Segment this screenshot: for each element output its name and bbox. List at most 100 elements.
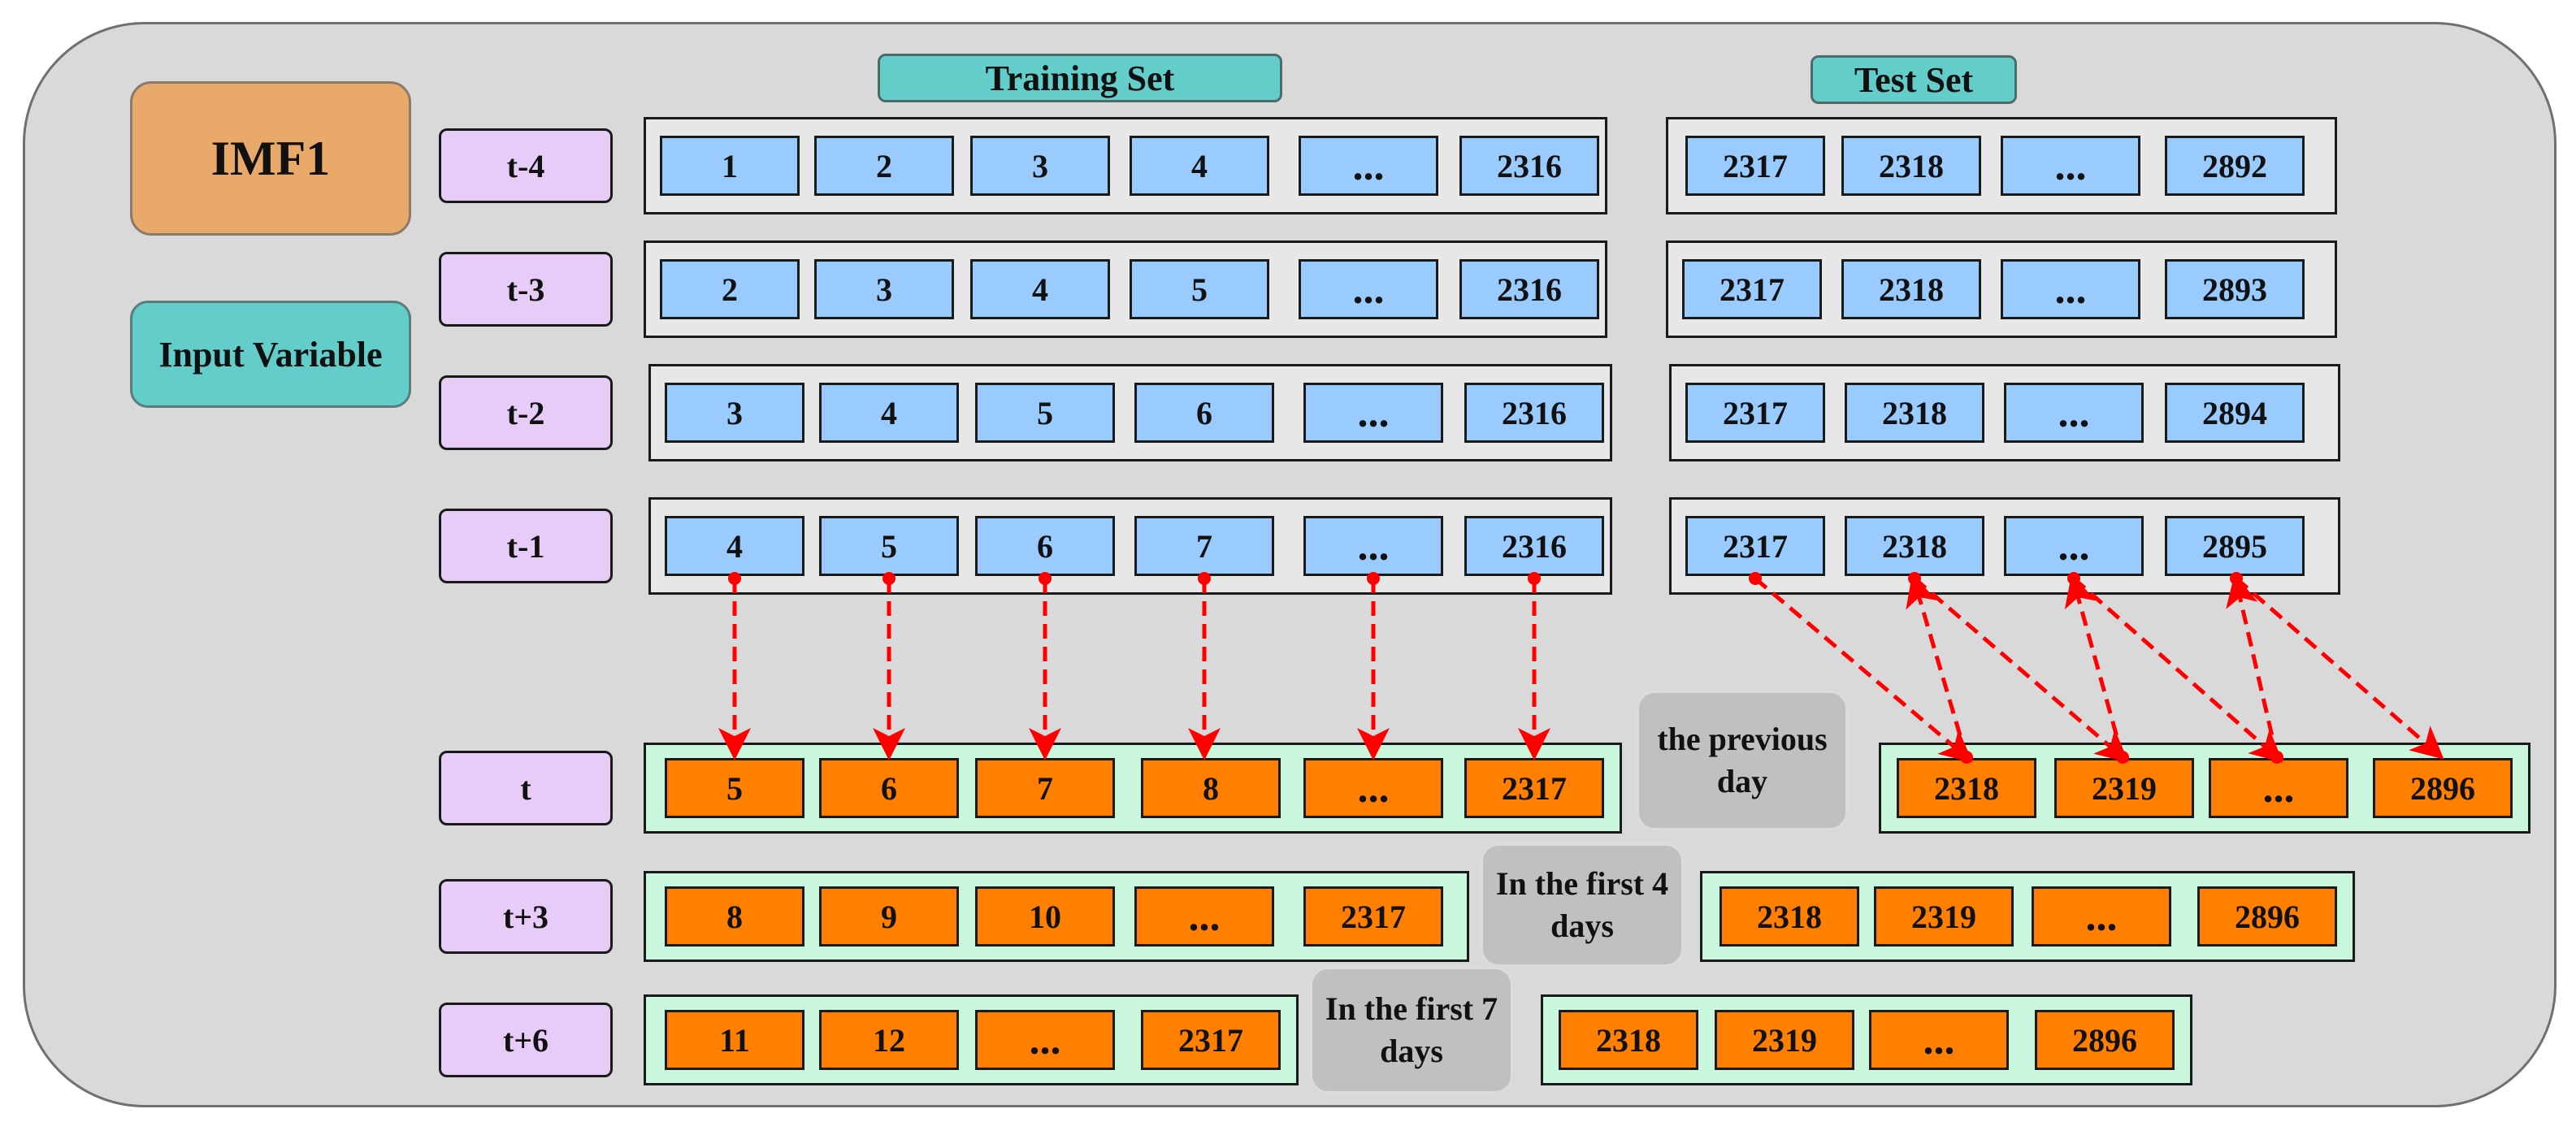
train-cell: ... (975, 1010, 1115, 1070)
horizon-note-t: the previous day (1637, 691, 1848, 830)
test-mapping-arrow-origin-dot (2230, 572, 2243, 585)
imf-title: IMF1 (210, 131, 331, 185)
horizon-note-t+3: In the first 4 days (1481, 843, 1684, 967)
train-cell: ... (1299, 136, 1438, 196)
test-cell: 2892 (2165, 136, 2305, 196)
test-cell: 2318 (1720, 886, 1859, 947)
train-cell: 4 (819, 383, 959, 443)
test-group-t-4: 2317 2318... 2892 (1666, 117, 2337, 214)
test-mapping-arrow (1754, 577, 1973, 763)
train-cell: 8 (665, 886, 804, 947)
train-cell: 12 (819, 1010, 959, 1070)
test-mapping-arrow-origin-dot (2270, 751, 2283, 764)
train-cell: 3 (814, 259, 954, 319)
test-cell: 2317 (1685, 136, 1825, 196)
row-label-t-3: t-3 (439, 252, 613, 327)
test-group-t-2: 2317 2318... 2894 (1669, 364, 2340, 461)
train-cell: 10 (975, 886, 1115, 947)
test-cell: 2317 (1685, 516, 1825, 576)
train-cell: 5 (975, 383, 1115, 443)
test-group-t+6: 2318 2319... 2896 (1541, 994, 2192, 1085)
horizon-note-t+6: In the first 7 days (1310, 967, 1513, 1094)
row-label-t-4: t-4 (439, 128, 613, 203)
test-mapping-arrow (2072, 577, 2283, 763)
test-cell: 2896 (2197, 886, 2337, 947)
test-cell: 2318 (1841, 136, 1981, 196)
test-cell: 2318 (1845, 383, 1984, 443)
train-cell: 1 (660, 136, 800, 196)
train-cell: 3 (970, 136, 1110, 196)
input-variable-box: Input Variable (130, 301, 411, 408)
train-cell: ... (1299, 259, 1438, 319)
test-cell: 2319 (1715, 1010, 1854, 1070)
train-cell: 2316 (1459, 136, 1599, 196)
test-mapping-arrow (2064, 574, 2125, 758)
row-label-t+3: t+3 (439, 879, 613, 954)
test-cell: 2317 (1682, 259, 1822, 319)
row-label-t-2: t-2 (439, 375, 613, 450)
train-mapping-arrow-origin-dot (1367, 572, 1380, 585)
test-cell: ... (2001, 259, 2140, 319)
test-mapping-arrow (2235, 577, 2444, 760)
test-cell: 2317 (1685, 383, 1825, 443)
test-mapping-arrow-origin-dot (1960, 751, 1973, 764)
test-cell: 2318 (1559, 1010, 1698, 1070)
test-cell: ... (2001, 136, 2140, 196)
test-mapping-arrow-origin-dot (1908, 572, 1921, 585)
imf-title-box: IMF1 (130, 81, 411, 236)
test-cell: 2319 (2054, 758, 2194, 818)
input-variable-label: Input Variable (158, 334, 383, 375)
train-cell: 7 (1134, 516, 1274, 576)
train-mapping-arrow-origin-dot (1039, 572, 1052, 585)
train-cell: 9 (819, 886, 959, 947)
test-cell: 2319 (1874, 886, 2014, 947)
test-cell: 2894 (2165, 383, 2305, 443)
row-label-t-1: t-1 (439, 509, 613, 583)
test-cell: ... (2032, 886, 2171, 947)
train-cell: ... (1303, 383, 1443, 443)
test-mapping-arrow (1913, 577, 2129, 763)
test-cell: ... (2004, 383, 2144, 443)
test-cell: 2318 (1897, 758, 2036, 818)
test-set-label: Test Set (1854, 59, 1974, 100)
train-cell: 2316 (1464, 383, 1604, 443)
test-cell: 2318 (1845, 516, 1984, 576)
test-mapping-arrow-origin-dot (2116, 751, 2129, 764)
test-cell: ... (1869, 1010, 2009, 1070)
test-cell: 2896 (2035, 1010, 2175, 1070)
test-cell: 2896 (2373, 758, 2513, 818)
train-cell: 5 (1130, 259, 1269, 319)
train-mapping-arrow-origin-dot (1528, 572, 1541, 585)
test-cell: 2318 (1841, 259, 1981, 319)
row-label-t: t (439, 751, 613, 825)
train-mapping-arrow-origin-dot (883, 572, 896, 585)
test-mapping-arrow (1906, 574, 1969, 758)
train-cell: 3 (665, 383, 804, 443)
test-mapping-arrow-origin-dot (2067, 572, 2080, 585)
train-cell: 2317 (1141, 1010, 1281, 1070)
test-set-header: Test Set (1811, 55, 2017, 104)
train-cell: 2317 (1303, 886, 1443, 947)
train-mapping-arrow-origin-dot (1198, 572, 1211, 585)
train-cell: 2317 (1464, 758, 1604, 818)
test-mapping-arrow (2226, 574, 2279, 758)
train-cell: ... (1303, 516, 1443, 576)
train-cell: ... (1134, 886, 1274, 947)
train-cell: 2 (660, 259, 800, 319)
training-set-label: Training Set (985, 58, 1175, 98)
training-set-header: Training Set (878, 54, 1282, 102)
test-mapping-arrow-origin-dot (1749, 572, 1762, 585)
test-cell: ... (2209, 758, 2348, 818)
train-mapping-arrow-origin-dot (728, 572, 741, 585)
train-cell: 11 (665, 1010, 804, 1070)
